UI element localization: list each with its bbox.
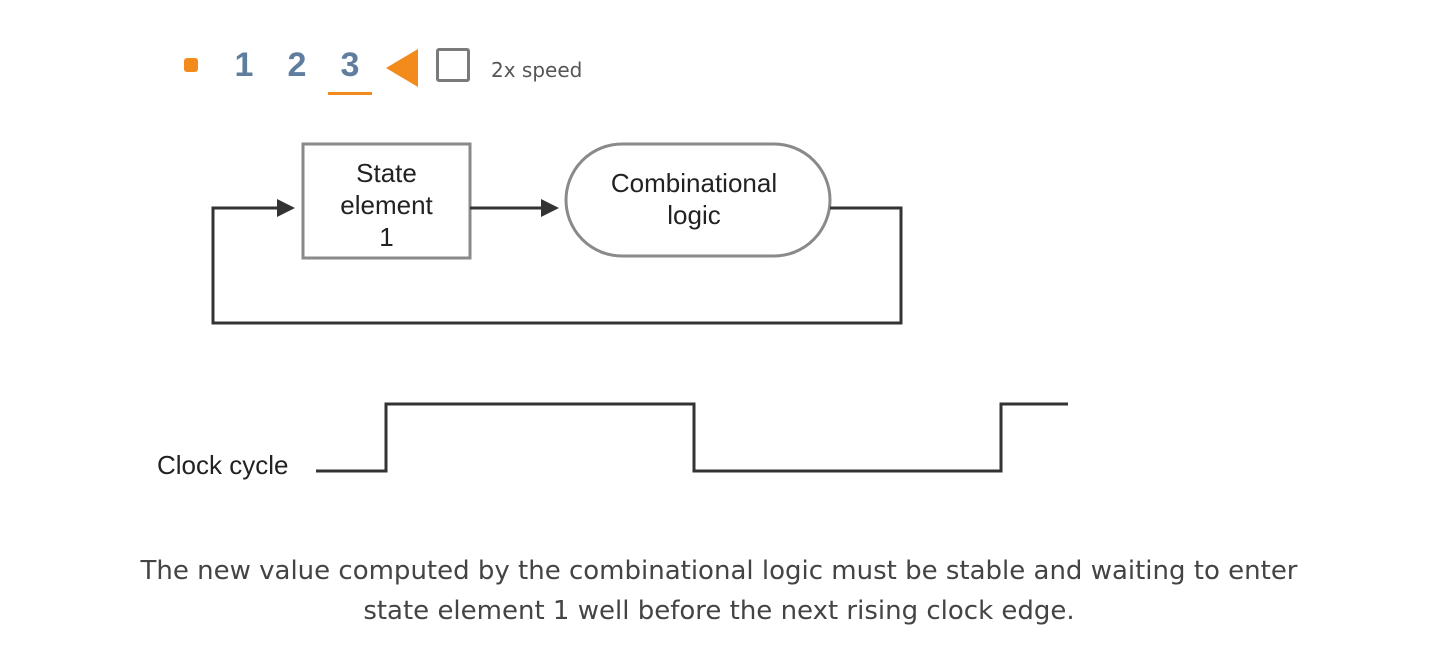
- state-element-label-line-1: State: [356, 158, 417, 188]
- current-step-indicator: [328, 92, 372, 95]
- combinational-logic-label-line-2: logic: [667, 200, 720, 230]
- clock-waveform: [316, 402, 1068, 473]
- state-element-label-line-3: 1: [379, 222, 393, 252]
- datapath-diagram: State element 1 Combinational logic Cloc…: [157, 142, 1068, 480]
- step-3-button[interactable]: 3: [328, 44, 372, 86]
- stop-button[interactable]: [182, 56, 200, 74]
- back-triangle-icon: [386, 48, 418, 87]
- combinational-logic: Combinational logic: [564, 142, 832, 258]
- feedback-loop-wire: [211, 199, 903, 325]
- caption-line-2: state element 1 well before the next ris…: [363, 596, 1075, 626]
- step-1-button[interactable]: 1: [222, 44, 266, 86]
- caption-line-1: The new value computed by the combinatio…: [140, 556, 1298, 586]
- state-element-label-line-2: element: [340, 190, 433, 220]
- state-element-1: State element 1: [301, 142, 472, 260]
- speed-label: 2x speed: [491, 58, 583, 82]
- caption: The new value computed by the combinatio…: [100, 551, 1338, 631]
- animation-controls: 1 2 3 2x speed: [0, 0, 1438, 110]
- stop-icon: [184, 58, 198, 72]
- combinational-logic-shape: [564, 142, 832, 258]
- back-button[interactable]: [382, 44, 422, 88]
- speed-checkbox[interactable]: [436, 48, 470, 82]
- step-2-button[interactable]: 2: [275, 44, 319, 86]
- state-element-box: [301, 142, 472, 260]
- clock-cycle-label: Clock cycle: [157, 450, 288, 480]
- combinational-logic-label-line-1: Combinational: [611, 168, 777, 198]
